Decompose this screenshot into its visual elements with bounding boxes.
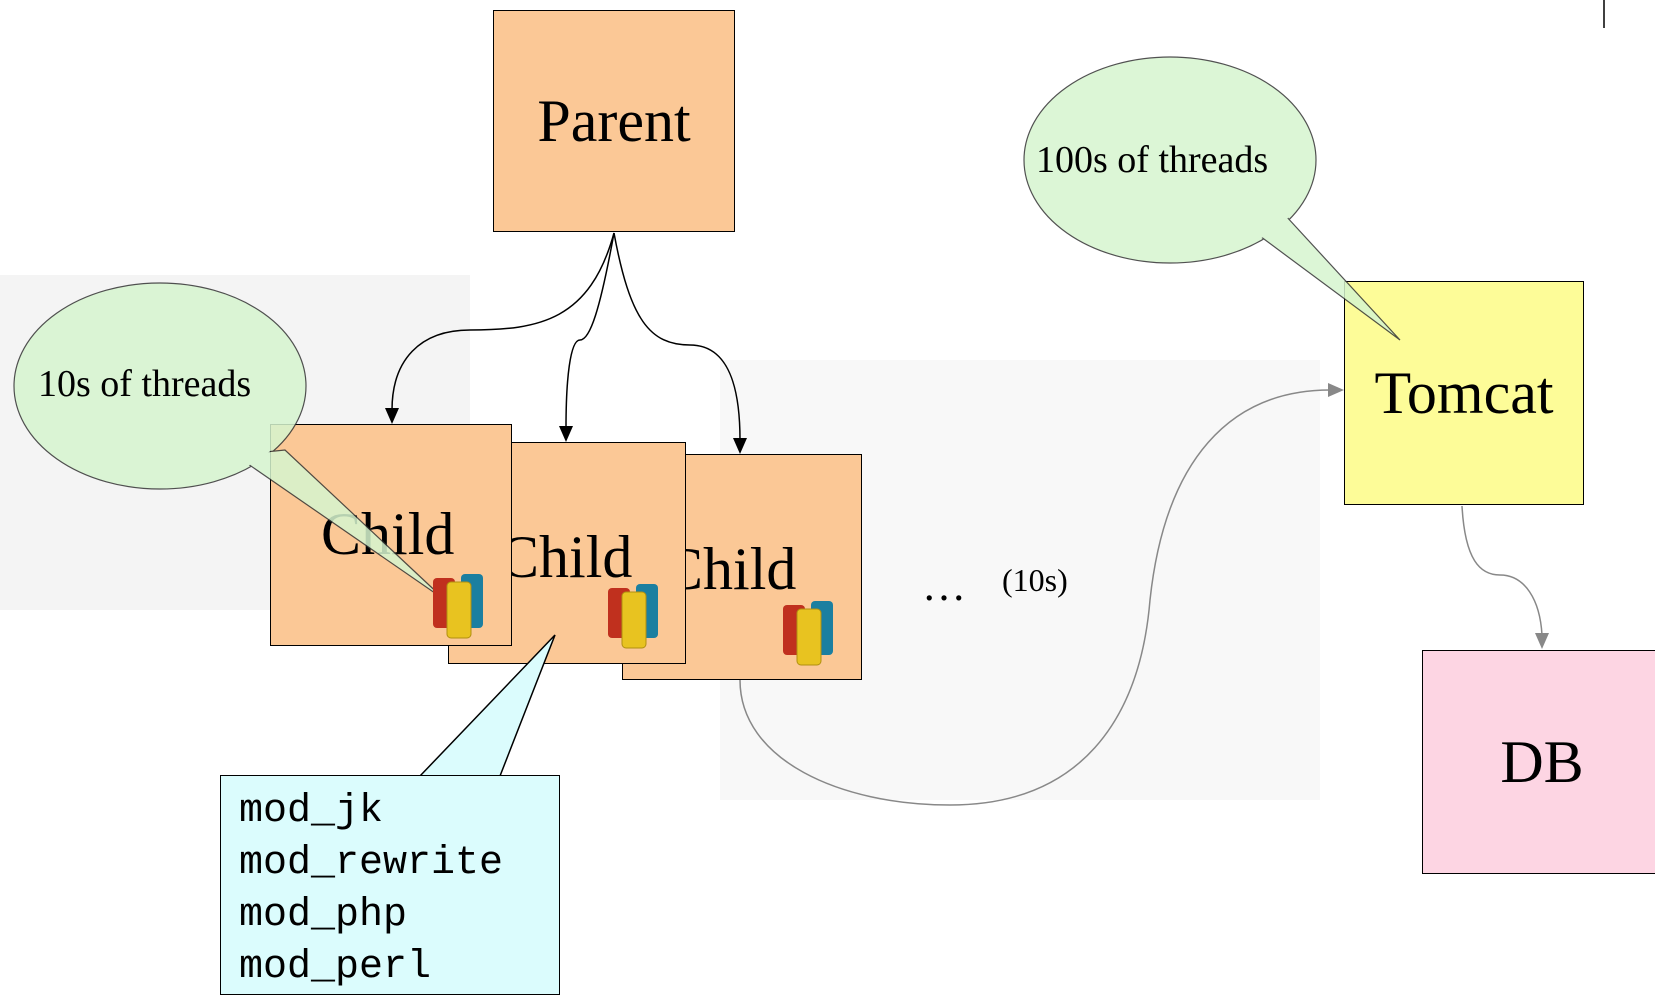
module-item: mod_php (239, 893, 408, 938)
apache-threads-label: 10s of threads (38, 363, 252, 405)
tomcat-label: Tomcat (1374, 359, 1554, 426)
module-item: mod_rewrite (239, 841, 504, 886)
child-label-2: Child (499, 524, 633, 590)
parent-to-child2-arrowhead (559, 426, 573, 442)
child-to-tomcat-connector (739, 389, 1331, 806)
module-item: mod_jk (239, 789, 384, 834)
parent-to-child1-arrowhead (385, 408, 399, 424)
db-box: DB (1422, 650, 1655, 874)
module-item: mod_perl (239, 945, 432, 990)
more-children-dots: … (922, 561, 966, 610)
apache-threads-bubble (13, 282, 446, 601)
parent-to-child1-arrow (391, 232, 615, 411)
db-label: DB (1500, 728, 1584, 795)
child-to-tomcat-arrowhead (1328, 383, 1344, 397)
parent-label: Parent (537, 87, 691, 154)
parent-process-box: Parent (493, 10, 735, 232)
module-callout-pointer (418, 634, 556, 777)
tomcat-to-db-arrowhead (1535, 633, 1549, 649)
tomcat-threads-bubble (1023, 56, 1401, 341)
thread-spools-icon (608, 584, 658, 649)
thread-spools-icon (783, 601, 833, 666)
parent-to-child2-arrow (565, 232, 615, 429)
module-list-callout: mod_jk mod_rewrite mod_php mod_perl (220, 775, 560, 995)
thread-spools-icon (433, 574, 483, 639)
parent-to-child3-arrowhead (733, 438, 747, 454)
tomcat-box: Tomcat (1344, 281, 1584, 505)
more-children-count: (10s) (1002, 562, 1068, 598)
tomcat-to-db-connector (1461, 505, 1543, 636)
parent-to-child3-arrow (613, 232, 741, 441)
tomcat-threads-label: 100s of threads (1036, 139, 1269, 181)
